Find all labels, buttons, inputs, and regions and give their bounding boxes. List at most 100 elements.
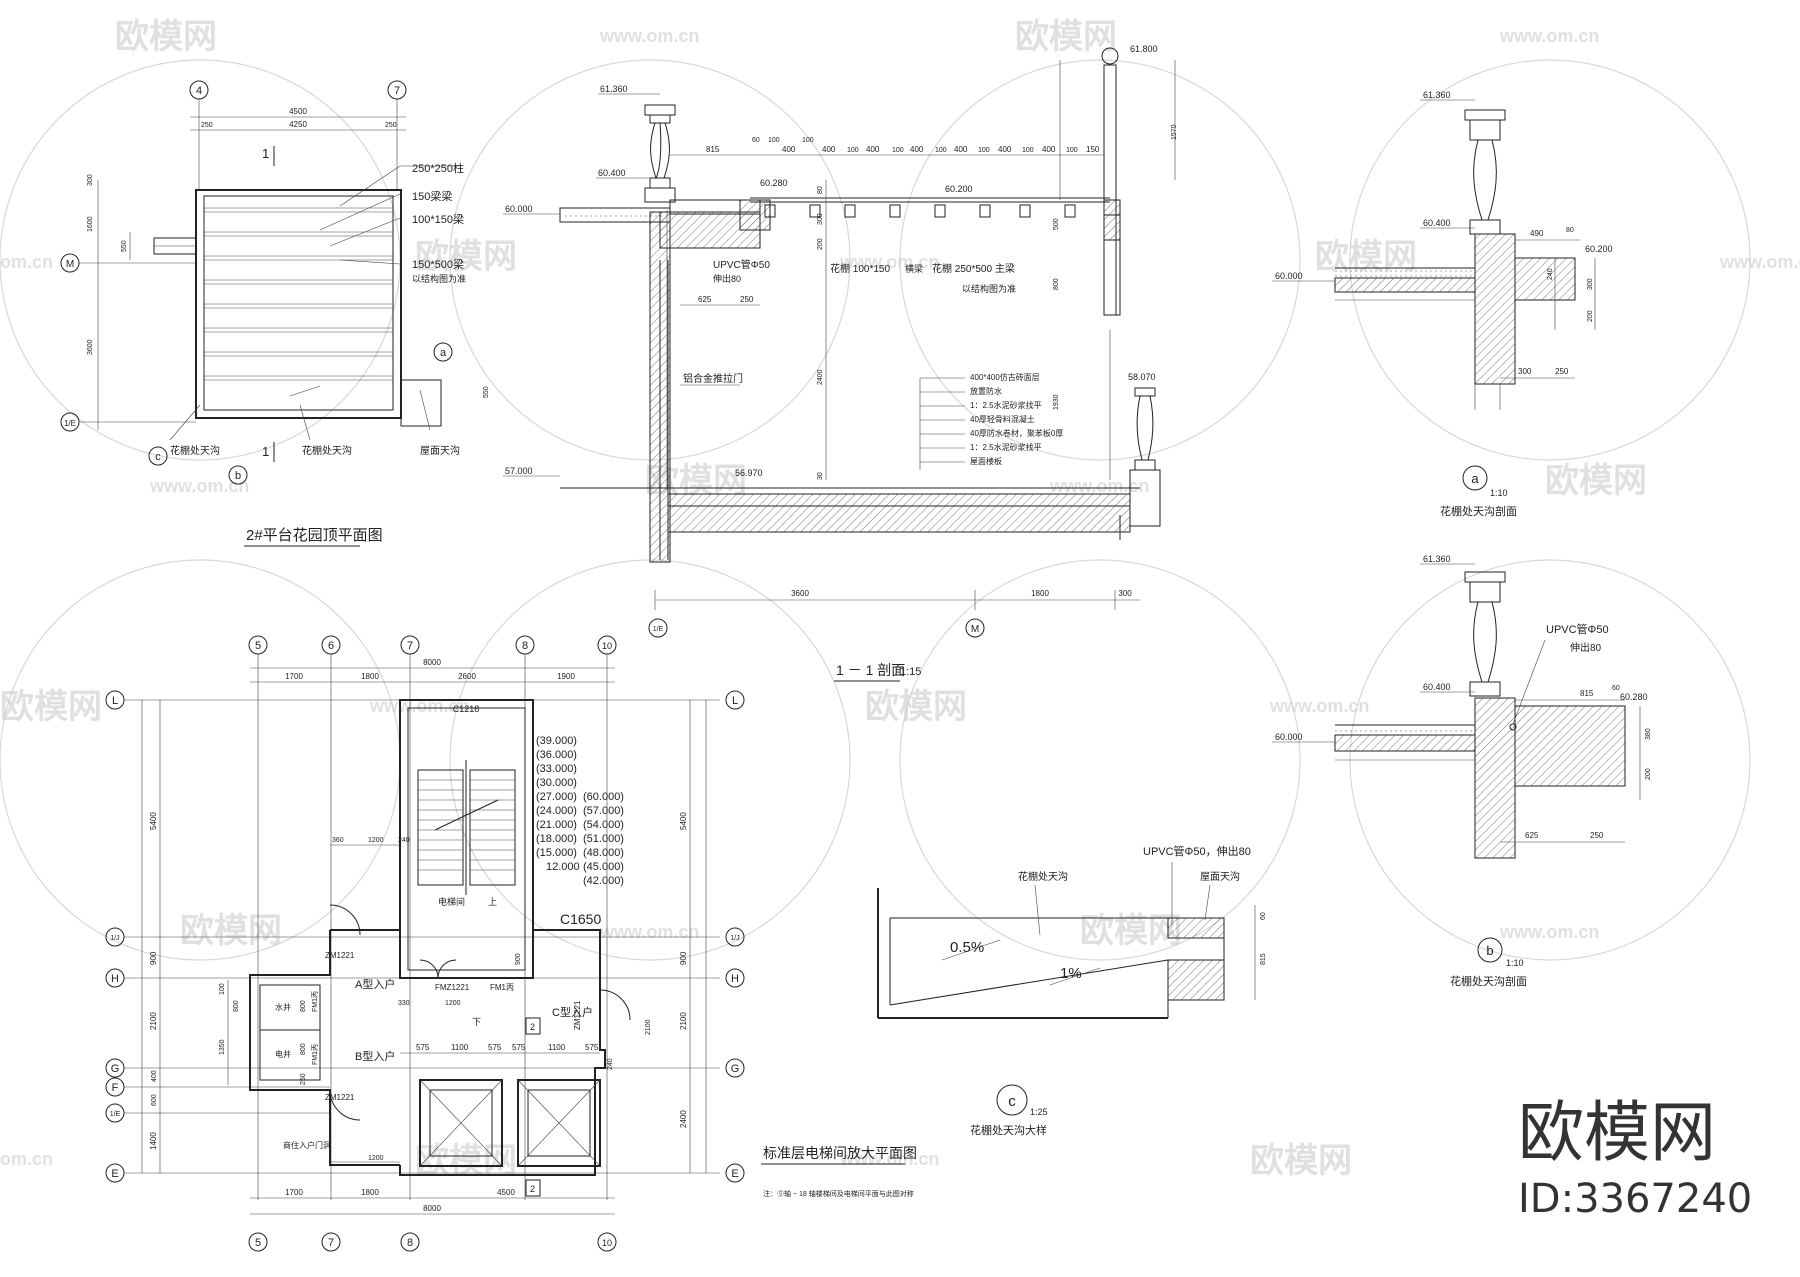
unit-entry: A型入户: [355, 977, 395, 991]
detail-label: UPVC管Φ50: [1546, 622, 1609, 636]
dim-text: 150: [1086, 145, 1100, 154]
watermark-site: www.om.cn: [1499, 26, 1599, 46]
dim-text: 815: [1580, 689, 1594, 698]
axis-label: M: [66, 259, 74, 270]
watermark-site: www.om.cn: [1499, 922, 1599, 942]
watermark-brand: 欧模网: [1250, 1142, 1352, 1180]
dim-text: 2400: [817, 369, 824, 385]
dim-text: 600: [151, 1094, 158, 1106]
axis-label: G: [731, 1063, 740, 1075]
dim-text: 240: [398, 837, 410, 844]
detail-mark: b: [1486, 943, 1493, 958]
axis-label: M: [971, 624, 979, 635]
plan-label: 150梁梁: [412, 189, 452, 203]
unit-entry: C型入户: [552, 1005, 593, 1019]
drawing-title: 标准层电梯间放大平面图: [763, 1145, 917, 1161]
dim-text: 200: [1587, 310, 1594, 322]
dim-text: 1200: [368, 1155, 384, 1162]
watermark-circle: [1349, 59, 1751, 461]
section-mark: 1: [262, 444, 269, 459]
elevation: 60.200: [945, 184, 973, 194]
elevation: (27.000): [536, 791, 577, 803]
dim-text: 4500: [289, 107, 307, 116]
dim-text: 1200: [368, 837, 384, 844]
dim-text: 8000: [423, 658, 441, 667]
elevation: 61.360: [1423, 90, 1451, 100]
elevation: (39.000): [536, 735, 577, 747]
dim-text: 800: [233, 1000, 240, 1012]
watermark-circle: [449, 559, 851, 961]
roof-plan: 4 7 4500 250 4250 250 M 1/E: [60, 80, 490, 547]
section-label: 花棚 250*500 主梁: [932, 262, 1015, 275]
pergola-beams: [764, 204, 1076, 218]
brand-block: 欧模网 ID:3367240: [1518, 1094, 1752, 1222]
dim-text: 380: [1645, 728, 1652, 740]
axis-label: 7: [394, 85, 400, 97]
detail-mark: a: [1471, 471, 1479, 486]
unit-entry: B型入户: [355, 1049, 395, 1063]
dim-text: 300: [87, 174, 94, 186]
dim-text: 900: [149, 951, 158, 965]
watermark-site: www.om.cn: [1049, 476, 1149, 496]
elevation: 61.800: [1130, 44, 1158, 54]
axis-label: 1/J: [110, 935, 119, 942]
dim-text: 625: [698, 295, 712, 304]
elevation: 60.000: [1275, 271, 1303, 281]
watermark-brand: 欧模网: [0, 688, 102, 726]
section-label: 横梁: [905, 263, 923, 274]
elevation: (15.000): [536, 847, 577, 859]
elevation: 60.400: [598, 168, 626, 178]
plan-label: 以结构图为准: [412, 273, 466, 284]
plan-label: 250*250柱: [412, 161, 464, 175]
elevation: (33.000): [536, 763, 577, 775]
room-label: 水井: [275, 1002, 291, 1012]
watermark-brand: 欧模网: [115, 18, 217, 56]
elevation: 57.000: [505, 466, 533, 476]
elevation: 60.000: [505, 204, 533, 214]
dim-text: 400: [998, 145, 1012, 154]
drawing-scale: 1:10: [1490, 488, 1508, 498]
dim-text: 360: [332, 837, 344, 844]
axis-label: F: [112, 1082, 119, 1094]
dim-text: 400: [954, 145, 968, 154]
dim-text: 1200: [445, 1000, 461, 1007]
section-label: 铝合金推拉门: [683, 372, 743, 385]
dim-text: 2400: [679, 1110, 688, 1128]
drawing-title: 花棚处天沟大样: [970, 1123, 1047, 1137]
dim-text: 815: [706, 145, 720, 154]
dim-text: 250: [201, 122, 213, 129]
elevation: 60.280: [1620, 692, 1648, 702]
detail-mark: c: [155, 451, 161, 463]
dim-text: 100: [768, 137, 780, 144]
layer-label: 放置防水: [970, 386, 1002, 396]
axis-label: 5: [255, 640, 261, 652]
dim-text: 1600: [87, 216, 94, 232]
dim-text: 400: [1042, 145, 1056, 154]
door-tag: FM1丙: [311, 991, 319, 1012]
elevation: (36.000): [536, 749, 577, 761]
dim-text: 490: [1530, 229, 1544, 238]
elevation: (60.000): [583, 791, 624, 803]
door-swing: [437, 959, 457, 979]
plan-label: 100*150梁: [412, 212, 464, 226]
detail-b: 61.360 60.400 60.000 60.280 UPVC管Φ50 伸出8…: [1272, 554, 1652, 988]
watermark-brand: 欧模网: [415, 1142, 517, 1180]
dim-text: 100: [219, 983, 226, 995]
dim-text: 1700: [285, 1188, 303, 1197]
axis-label: 1/E: [110, 1111, 121, 1118]
dim-text: 30: [817, 472, 824, 480]
elevation: (54.000): [583, 819, 624, 831]
drawing-title: 花棚处天沟剖面: [1440, 504, 1517, 518]
dim-text: 1100: [548, 1043, 566, 1052]
dim-text: 1800: [1031, 589, 1049, 598]
watermark-brand: 欧模网: [1015, 18, 1117, 56]
room-label: 电井: [275, 1049, 291, 1059]
dim-text: 200: [1645, 768, 1652, 780]
axis-label: 4: [196, 85, 202, 97]
section-label: 花棚 100*150: [830, 262, 890, 275]
watermark-site: www.om.cn: [149, 476, 249, 496]
plan-label: 150*500梁: [412, 257, 464, 271]
layer-label: 40厚防水卷材，聚苯板0厚: [970, 428, 1063, 438]
dim-text: 250: [300, 1073, 307, 1085]
elevation: 61.360: [1423, 554, 1451, 564]
